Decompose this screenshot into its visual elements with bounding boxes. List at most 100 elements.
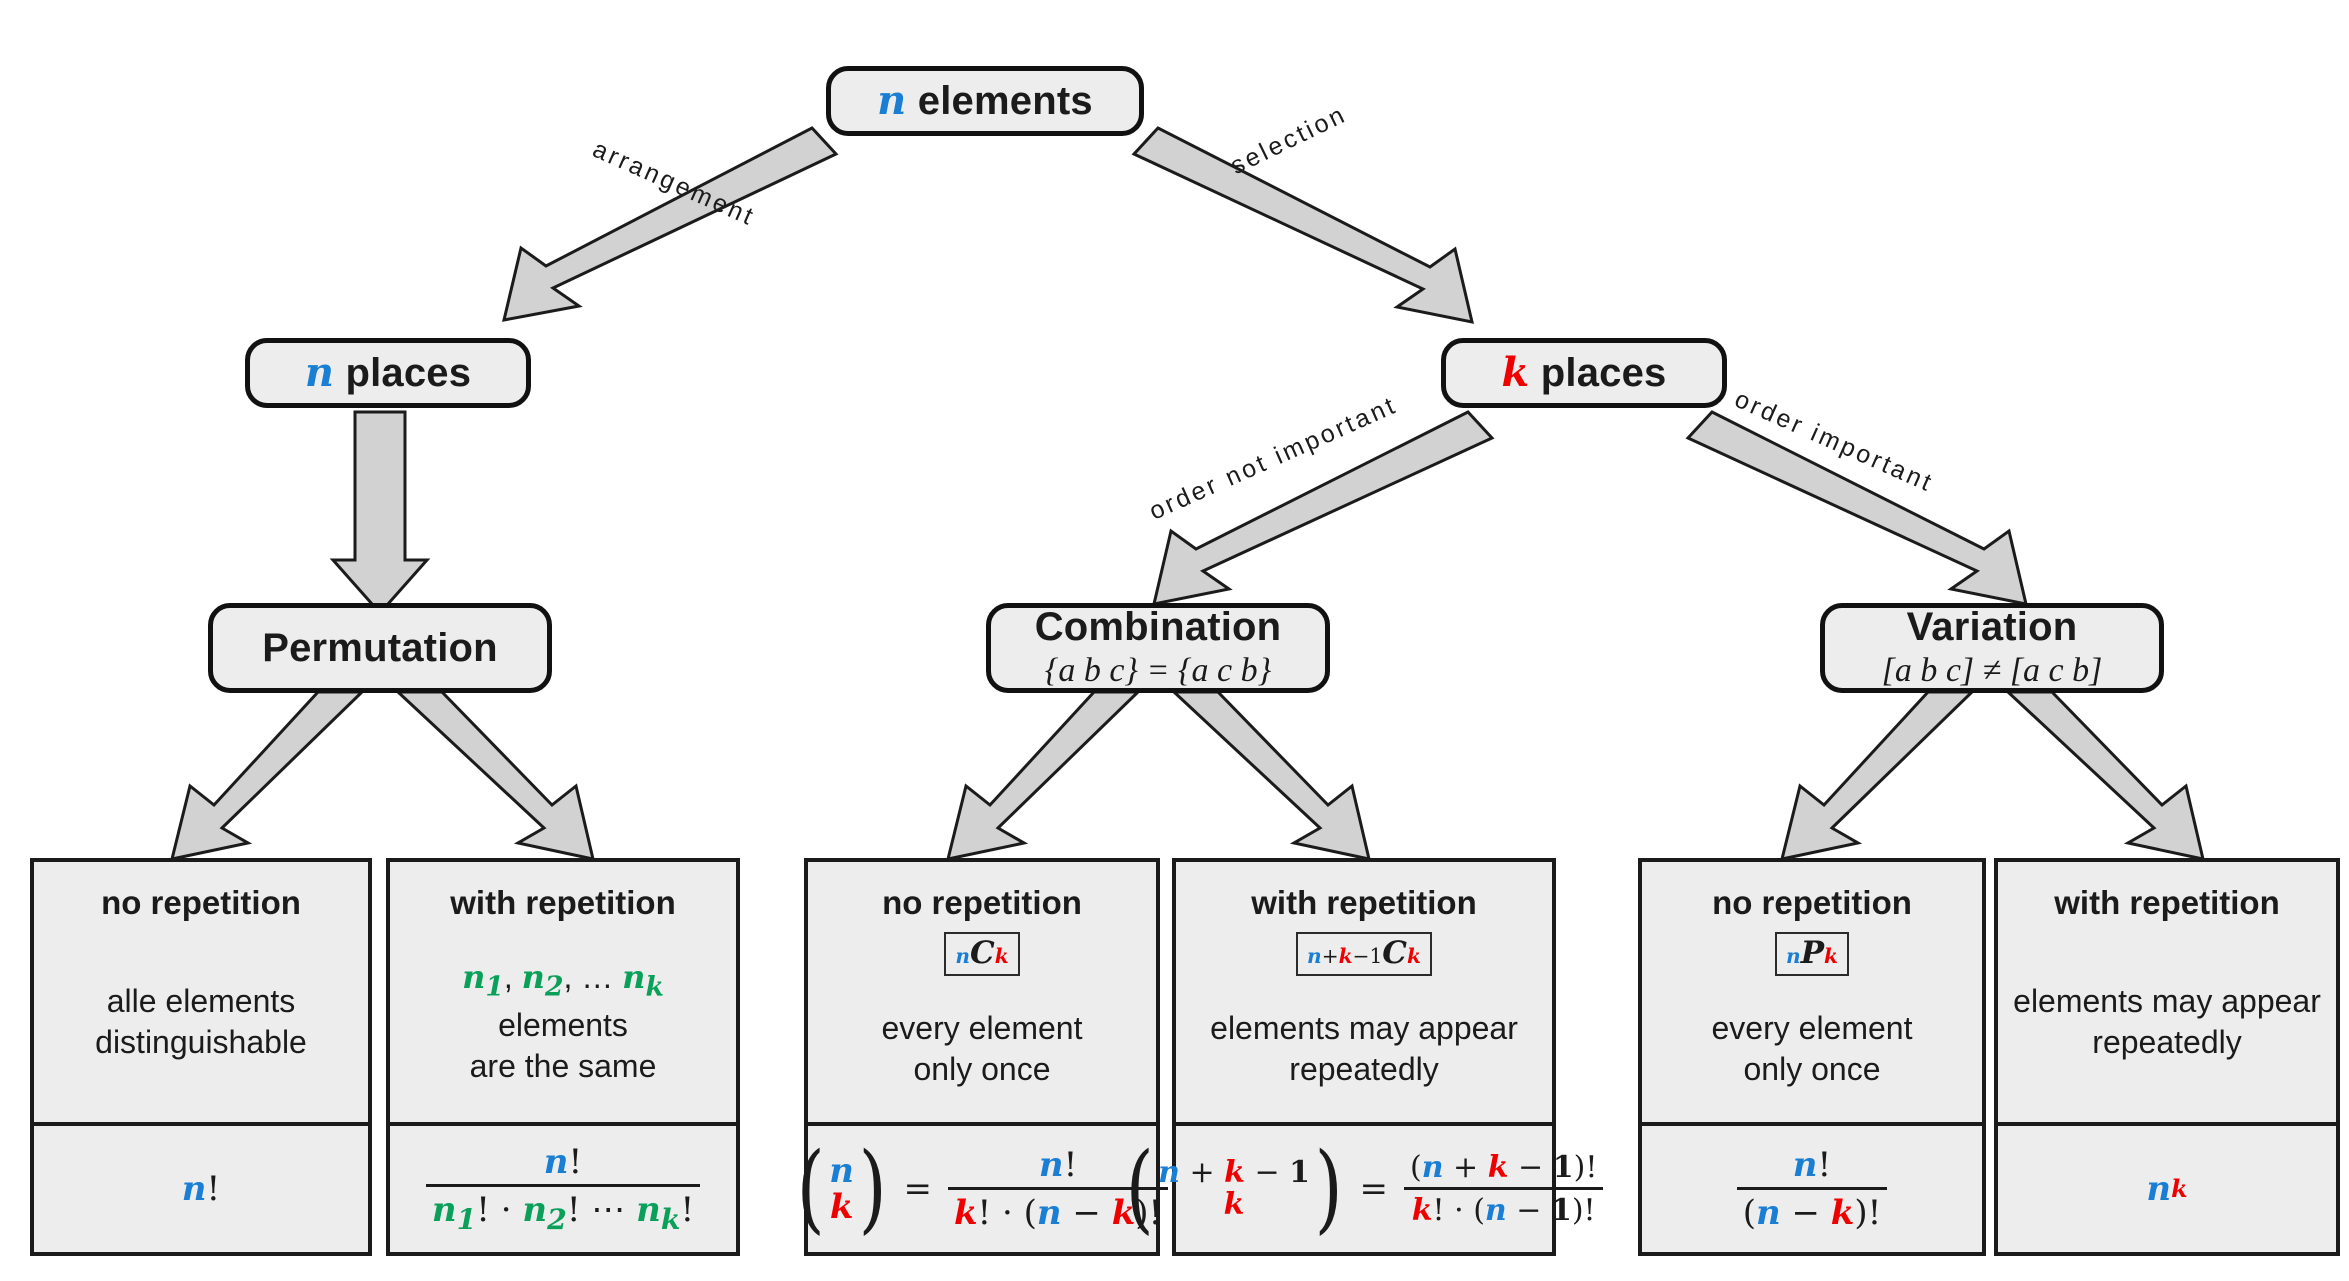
fraction-denominator: (n − k)! [1742,1193,1882,1233]
node-n-elements[interactable]: n elements [826,66,1144,136]
desc-line-1: n1, n2, … nk elements [462,958,664,1043]
fraction-numerator: n! [543,1142,583,1183]
node-n-elements-label: elements [917,79,1093,123]
node-variation-title: Variation [1906,605,2078,649]
fraction-bar [947,1187,1169,1190]
fraction-bar [1403,1187,1604,1190]
badge-sub-n: n [955,944,970,968]
leaf-upper: no repetition nCk every element only onc… [808,862,1156,1122]
badge-sub-n: n [1786,944,1801,968]
badge-letter-C: C [1382,935,1407,971]
variable-k: k [829,1187,854,1227]
fraction-denominator: k! · (n − k)! [953,1193,1163,1233]
variable-k: k [1111,1193,1136,1233]
paren-right: ) [858,1132,887,1245]
node-n-places-title: n places [305,352,471,395]
leaf-head: with repetition [2054,884,2280,921]
variable-n: n [829,1150,854,1191]
node-variation-subtitle: [a b c] ≠ [a c b] [1881,652,2103,689]
desc-line-2: are the same [469,1047,657,1084]
variable-nk: nk [636,1190,681,1236]
leaf-combination-with-repetition[interactable]: with repetition n+k−1Ck elements may app… [1125,858,1604,1256]
paren-left: ( [1125,1132,1154,1245]
node-combination-title: Combination [1034,605,1282,649]
leaf-upper: with repetition elements may appear repe… [1998,862,2336,1122]
paren-left: ( [796,1132,825,1245]
node-k-places[interactable]: k places [1441,338,1727,408]
formula-binomial-nk: ( n k ) = n! k! · (n − k)! [792,1132,1172,1245]
leaf-divider [34,1122,368,1126]
arrow-permutation-with-repetition [394,690,595,861]
binomial-top: n + k − 1 [1158,1155,1311,1191]
variable-k: k [953,1193,978,1233]
leaf-combination-no-repetition[interactable]: no repetition nCk every element only onc… [796,858,1169,1256]
badge-sub-k2: k [1406,944,1421,968]
leaf-description: n1, n2, … nk elements are the same [390,957,736,1086]
leaf-variation-no-repetition[interactable]: no repetition nPk every element only onc… [1638,858,1986,1256]
leaf-formula: ( n + k − 1 k ) = (n + k − 1)! k! · (n −… [1125,1126,1604,1252]
fraction: n! k! · (n − k)! [947,1145,1169,1233]
variable-n: n [877,77,907,124]
leaf-head: no repetition [1712,884,1912,921]
desc-line-2: only once [913,1051,1051,1088]
leaf-formula: ( n k ) = n! k! · (n − k)! [796,1126,1169,1252]
edge-label-selection: selection [1226,99,1352,181]
formula-multinomial: n! n1! · n2! ⋯ nk! [425,1142,701,1236]
fraction-bar [1736,1187,1888,1190]
node-n-elements-title: n elements [877,77,1093,124]
desc-line-1: elements may appear [2013,983,2321,1020]
node-variation[interactable]: Variation [a b c] ≠ [a c b] [1820,603,2164,693]
variable-k: k [1830,1193,1855,1233]
leaf-formula: n! (n − k)! [1642,1126,1982,1252]
leaf-description: elements may appear repeatedly [1204,1008,1524,1090]
node-combination[interactable]: Combination {a b c} = {a c b} [986,603,1330,693]
formula-permutation-nk: n! (n − k)! [1736,1145,1888,1233]
leaf-description: every element only once [876,1008,1089,1090]
paren-right: ) [1314,1132,1343,1245]
variable-n: n [1036,1193,1062,1233]
binomial-stack: n + k − 1 k [1158,1157,1310,1221]
desc-line-1: every element [881,1010,1083,1047]
leaf-divider [1176,1122,1552,1126]
leaf-upper: with repetition n+k−1Ck elements may app… [1176,862,1552,1122]
binomial-stack: n k [829,1153,854,1225]
leaf-formula: n! [34,1126,368,1252]
leaf-upper: no repetition alle elements distinguisha… [34,862,368,1122]
desc-line-1: elements may appear [1210,1010,1518,1047]
desc-line-1: every element [1711,1010,1913,1047]
variable-n: n [543,1142,569,1183]
leaf-divider [390,1122,736,1126]
variable-k: k [1501,349,1530,396]
leaf-description: elements may appear repeatedly [2007,981,2327,1063]
leaf-divider [1998,1122,2336,1126]
leaf-head: no repetition [882,884,1082,921]
badge-sub-k: k [1338,944,1353,968]
equals-sign: = [903,1169,932,1209]
badge-letter-C: C [970,935,995,971]
node-n-places[interactable]: n places [245,338,531,408]
badge-sub-n: n [1307,944,1322,968]
node-permutation[interactable]: Permutation [208,603,552,693]
notation-badge-n-plus-k-minus-1-C-k: n+k−1Ck [1296,932,1432,977]
arrow-n-places-permutation [329,410,431,616]
leaf-description: every element only once [1706,1008,1919,1090]
variable-nk: nk [622,958,664,1003]
variable-k-exponent: k [2171,1175,2188,1203]
arrow-arrangement [502,126,839,322]
leaf-variation-with-repetition[interactable]: with repetition elements may appear repe… [1994,858,2340,1256]
leaf-permutation-with-repetition[interactable]: with repetition n1, n2, … nk elements ar… [386,858,740,1256]
leaf-formula: n! n1! · n2! ⋯ nk! [390,1126,736,1252]
edge-label-arrangement: arrangement [588,135,760,232]
fraction-bar [425,1184,701,1188]
desc-word-elements: elements [498,1006,628,1043]
formula-binomial-multiset: ( n + k − 1 k ) = (n + k − 1)! k! · (n −… [1121,1132,1608,1245]
edge-label-order-not-important: order not important [1145,390,1402,526]
fraction-numerator: n! [1038,1145,1078,1185]
leaf-permutation-no-repetition[interactable]: no repetition alle elements distinguisha… [30,858,372,1256]
fraction-numerator: n! [1792,1145,1832,1185]
badge-sub-k: k [994,944,1009,968]
arrow-variation-with-repetition [2004,690,2205,861]
leaf-divider [1642,1122,1982,1126]
